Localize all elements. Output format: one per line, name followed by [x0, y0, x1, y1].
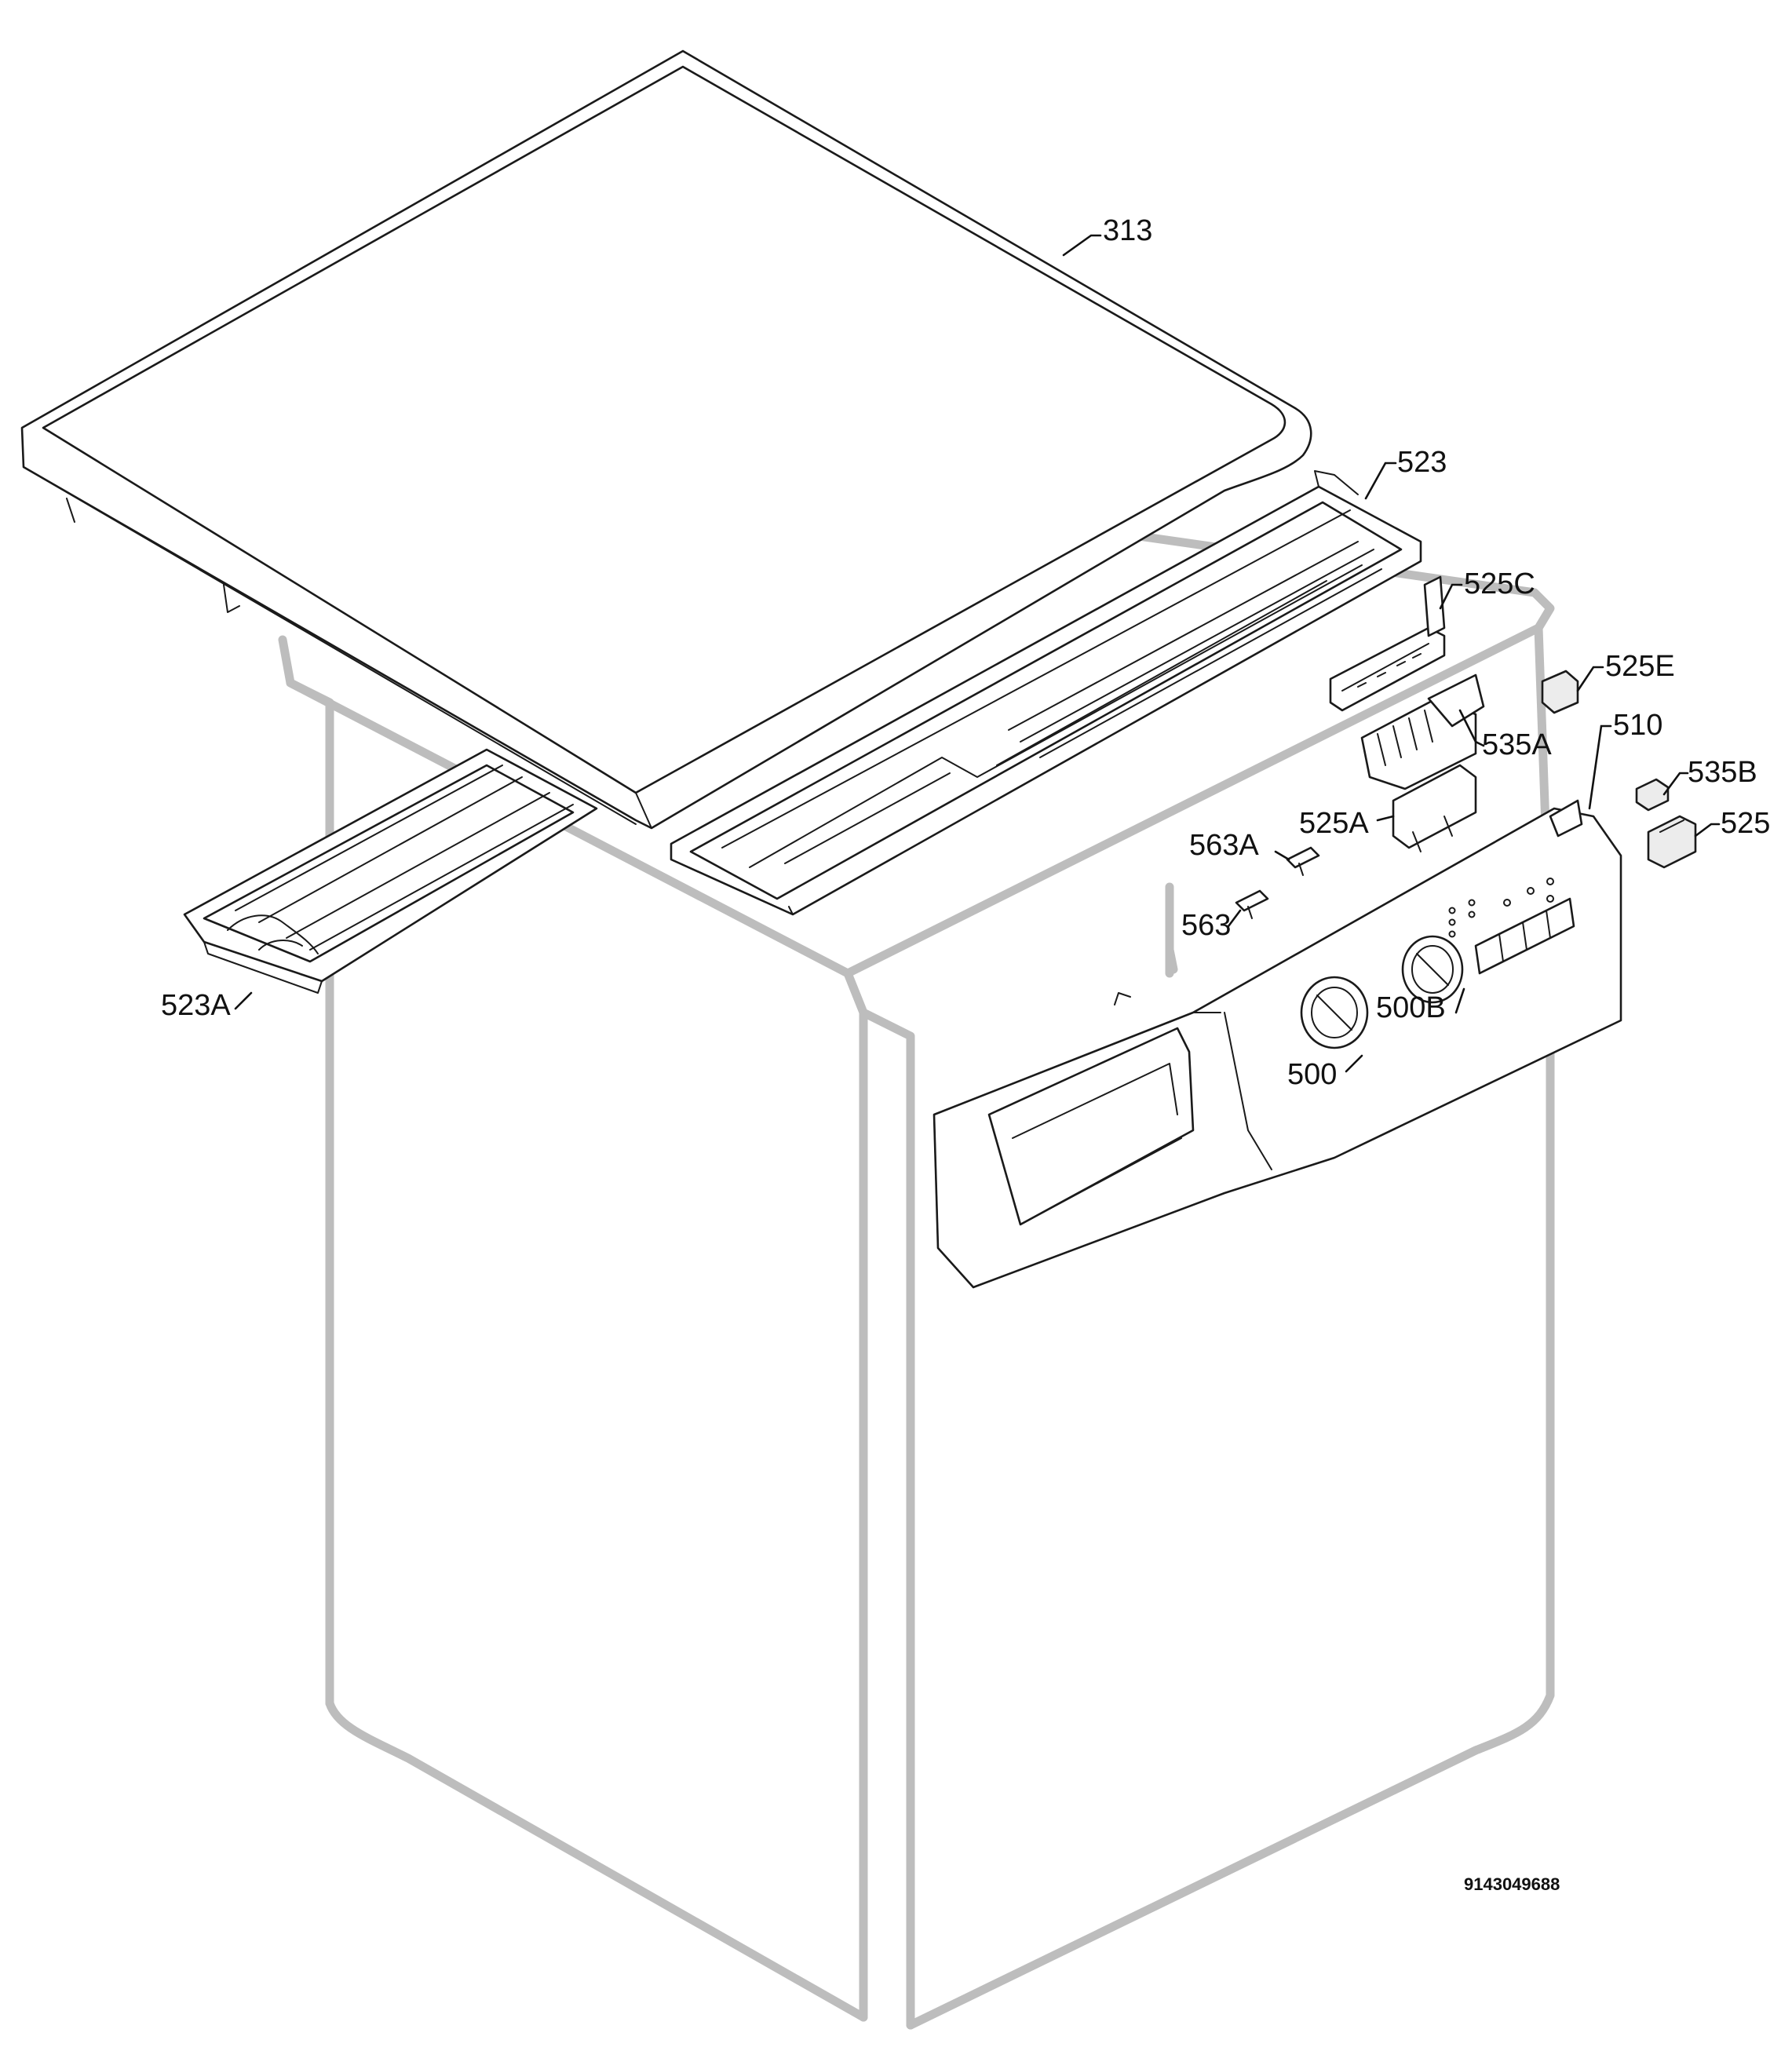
callout-563A: 563A: [1189, 829, 1259, 862]
callout-525E: 525E: [1605, 650, 1675, 683]
callout-500: 500: [1287, 1058, 1338, 1091]
callout-523: 523: [1397, 446, 1447, 479]
callout-500B: 500B: [1376, 991, 1446, 1024]
switch-525A: [1392, 764, 1477, 852]
top-lid-313: [20, 49, 1312, 830]
reference-code: 9143049688: [1464, 1874, 1560, 1894]
callout-525: 525: [1721, 807, 1771, 840]
lightpipe-563A: [1286, 846, 1320, 876]
keypad-bracket-535A: [1360, 673, 1485, 790]
callout-523A: 523A: [161, 989, 231, 1022]
part-535B: [1635, 778, 1670, 812]
callout-510: 510: [1613, 709, 1663, 742]
knob-500: [1300, 976, 1369, 1049]
leader-lines: [234, 234, 1721, 1073]
lightpipe-563: [1235, 889, 1269, 919]
cabinet-ghost-outline: [278, 482, 1555, 2030]
control-panel-510: [932, 799, 1622, 1289]
callout-313: 313: [1103, 214, 1153, 247]
part-525: [1647, 815, 1697, 869]
rear-rail-523: [670, 470, 1422, 916]
callout-535B: 535B: [1688, 756, 1757, 789]
front-rail-523A: [183, 748, 598, 994]
callout-563: 563: [1181, 909, 1232, 942]
cap-525E: [1541, 670, 1579, 714]
control-board-525C: [1329, 575, 1446, 712]
knob-500B: [1401, 935, 1464, 1004]
callout-525C: 525C: [1464, 567, 1535, 600]
callout-535A: 535A: [1482, 728, 1552, 761]
callout-525A: 525A: [1299, 807, 1369, 840]
